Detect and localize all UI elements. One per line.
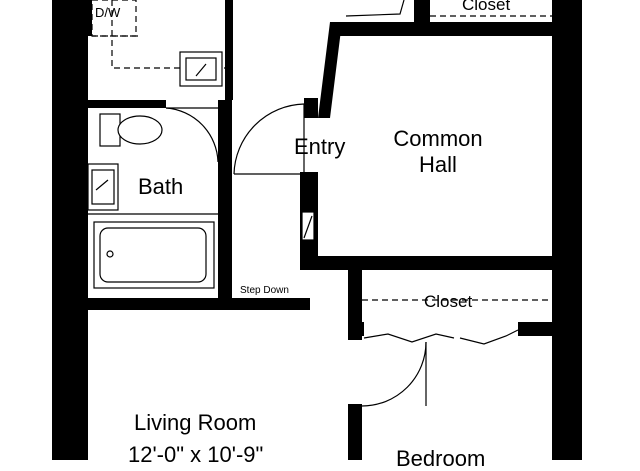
outer-wall-right [552, 0, 582, 460]
step-down-wall [88, 298, 310, 310]
hall-angled-wall [318, 22, 342, 118]
hall-top-wall [330, 22, 560, 36]
bath-right-wall [218, 100, 232, 300]
bedroom-door-swing [361, 341, 427, 407]
step-down-marker-line [303, 215, 313, 239]
wall-left-lower-jog [52, 300, 74, 460]
bath-faucet [95, 179, 109, 191]
kitchen-sink-basin [185, 57, 217, 81]
kitchen-top-wall [88, 0, 92, 36]
dishwasher-label: D/W [95, 5, 121, 20]
bedroom-closet-front-right [518, 322, 554, 336]
bedroom-closet-label: Closet [424, 292, 473, 311]
top-closet-left-wall [414, 0, 430, 24]
dishwasher-outline [91, 0, 137, 37]
bath-top-wall [88, 100, 166, 108]
living-room-label: Living Room [134, 410, 257, 435]
entry-door-swing [233, 103, 305, 175]
toilet-bowl [117, 115, 163, 145]
floor-plan [52, 0, 582, 460]
hall-left-wall-upper [304, 98, 318, 118]
common-hall-label-line2: Hall [419, 152, 457, 177]
bathtub-drain [106, 250, 114, 258]
top-closet-label: Closet [462, 0, 511, 14]
bathtub [93, 221, 215, 289]
bedroom-label: Bedroom [396, 446, 486, 471]
closet-bifold-door-right [459, 329, 519, 345]
living-room-dimensions: 12'-0" x 10'-9" [128, 442, 264, 467]
closet-bifold-door-left [363, 333, 455, 343]
bathtub-inner [99, 227, 207, 283]
toilet-tank [99, 113, 121, 147]
step-down-label: Step Down [240, 285, 289, 296]
hall-bottom-wall [318, 256, 554, 270]
top-closet-door [345, 0, 405, 17]
bedroom-left-wall [348, 404, 362, 460]
kitchen-divider [225, 0, 233, 100]
bath-vanity [87, 163, 119, 211]
entry-label: Entry [294, 134, 346, 159]
floor-plan-drawing [52, 0, 582, 460]
common-hall-label: Common Hall [384, 128, 492, 176]
kitchen-faucet [195, 63, 207, 77]
common-hall-label-line1: Common [393, 126, 483, 151]
bath-label: Bath [138, 174, 184, 199]
bedroom-closet-front-left [348, 322, 364, 336]
bath-door-swing [165, 107, 219, 163]
bath-sink-basin [91, 169, 115, 205]
kitchen-counter-outline [92, 35, 139, 40]
